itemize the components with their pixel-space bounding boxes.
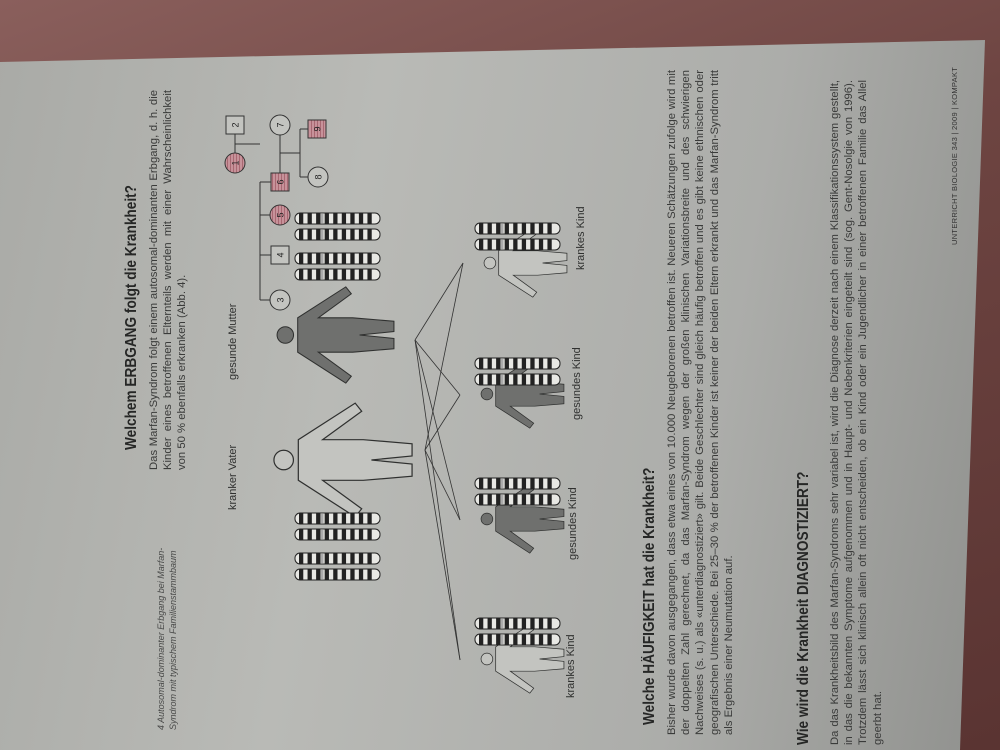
family-pedigree: 1 2 3 4 5 6 7 8 9 [224,114,329,311]
svg-text:8: 8 [314,174,324,179]
page-footer: UNTERRICHT BIOLOGIE 343 | 2009 | KOMPAKT [950,66,959,245]
document-page: Welchem ERBGANG folgt die Krankheit? Das… [5,66,960,750]
chromosome [294,252,381,265]
section-title-haeufigkeit: Welche HÄUFIGKEIT hat die Krankheit? [641,467,658,725]
svg-text:7: 7 [276,122,286,127]
svg-text:6: 6 [276,179,286,184]
chromosome [294,512,381,525]
chromosome [474,477,561,490]
chromosome [474,222,561,235]
chromosome [294,212,381,225]
pedigree-node-1: 1 [224,152,246,174]
svg-text:3: 3 [276,297,286,302]
pedigree-node-6: 6 [270,172,290,192]
chromosome [474,373,561,386]
pedigree-node-7: 7 [269,114,291,136]
father-figure [273,402,413,518]
pedigree-node-9: 9 [307,119,327,139]
svg-text:9: 9 [313,126,323,131]
child-figure-3 [480,359,565,429]
svg-text:1: 1 [231,160,241,165]
chromosome [294,268,381,281]
chromosome [294,552,381,565]
section-title-diagnose: Wie wird die Krankheit DIAGNOSTIZIERT? [795,471,812,745]
section-text-diagnose: Da das Krankheitsbild des Marfan-Syndrom… [829,80,884,745]
chromosome [474,238,561,251]
chromosome [474,493,561,506]
chromosome [294,568,381,581]
pedigree-node-8: 8 [307,166,329,188]
inheritance-diagram: 1 2 3 4 5 6 7 8 9 [224,114,568,694]
chromosome [474,633,561,646]
chromosome [294,528,381,541]
chromosome-pairs [294,212,561,646]
section-text-haeufigkeit: Bisher wurde davon ausgegangen, dass etw… [666,70,735,735]
svg-text:5: 5 [276,212,286,217]
connecting-lines [414,262,464,661]
svg-text:2: 2 [231,122,241,127]
chromosome [294,228,381,241]
chromosome [474,617,561,630]
mother-figure [276,286,395,384]
pedigree-node-4: 4 [270,245,290,265]
pedigree-node-2: 2 [225,115,245,135]
pedigree-node-3: 3 [269,289,291,311]
pedigree-node-5: 5 [269,204,291,226]
chromosome [474,357,561,370]
svg-text:4: 4 [276,252,286,257]
